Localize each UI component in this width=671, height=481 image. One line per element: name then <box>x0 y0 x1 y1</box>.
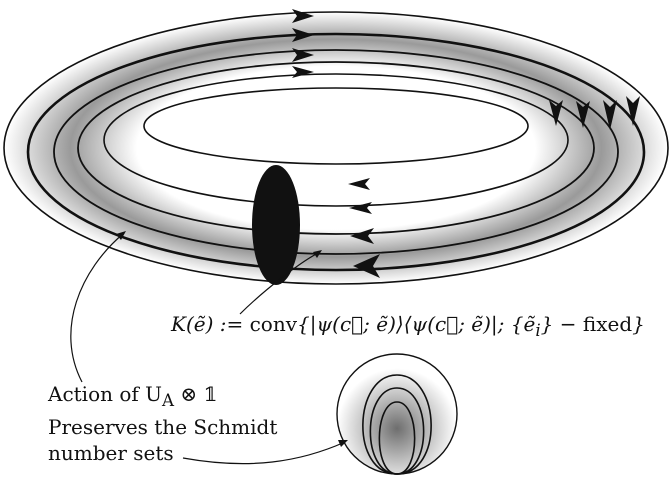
arrow-bottom-2 <box>349 202 372 214</box>
action-line-1-sub: A <box>162 391 175 410</box>
arrow-bottom-3 <box>350 228 374 244</box>
arrow-top-4 <box>292 66 314 78</box>
formula-body: {|ψ(c⃗; ẽ)⟩⟨ψ(c⃗; ẽ)|; {ẽ <box>297 312 536 336</box>
torus-hole <box>143 87 529 165</box>
schmidt-sets <box>336 353 458 475</box>
formula-fixed: fixed <box>582 312 633 336</box>
arrow-right-4 <box>626 96 640 126</box>
action-line-1: Action of UA ⊗ 𝟙 <box>48 381 277 414</box>
orbit-outer <box>3 11 669 285</box>
formula-lhs: K(ẽ) := <box>171 312 250 336</box>
arrow-top-3 <box>292 48 314 62</box>
action-pointer <box>70 232 125 383</box>
action-line-1-tail: ⊗ 𝟙 <box>174 382 218 406</box>
orbit-3 <box>53 49 619 255</box>
arrow-bottom-1 <box>348 178 370 190</box>
arrow-bottom-4 <box>353 254 380 278</box>
schmidt-pointer-head <box>338 440 348 447</box>
action-line-2: Preserves the Schmidt <box>48 415 278 439</box>
schmidt-pointer <box>182 441 346 465</box>
formula-tail: } − <box>540 312 583 336</box>
formula-conv: conv <box>249 312 298 336</box>
formula-pointer-head <box>313 250 322 258</box>
orbit-2 <box>26 32 646 272</box>
action-label: Action of UA ⊗ 𝟙 Preserves the Schmidt n… <box>48 381 277 466</box>
action-line-3: number sets <box>48 441 174 465</box>
formula-subscript: i <box>535 321 541 340</box>
schmidt-set-outer <box>336 353 458 475</box>
orbit-5 <box>103 73 569 207</box>
arrow-right-2 <box>576 101 590 128</box>
orbit-4 <box>77 61 595 235</box>
arrow-right-1 <box>549 100 563 126</box>
schmidt-set-3 <box>369 387 425 475</box>
action-line-1-text: Action of U <box>48 382 163 406</box>
schmidt-set-2 <box>362 374 432 475</box>
arrow-top-1 <box>292 9 314 23</box>
cross-section-disk <box>252 165 300 285</box>
arrow-right-3 <box>603 100 617 130</box>
schmidt-set-inner <box>378 401 416 475</box>
arrow-top-2 <box>292 28 314 42</box>
formula-close: } <box>632 312 645 336</box>
formula-pointer <box>239 251 321 315</box>
action-pointer-head <box>116 231 126 240</box>
convex-hull-formula: K(ẽ) := conv{|ψ(c⃗; ẽ)⟩⟨ψ(c⃗; ẽ)|; {ẽi} … <box>171 312 645 340</box>
